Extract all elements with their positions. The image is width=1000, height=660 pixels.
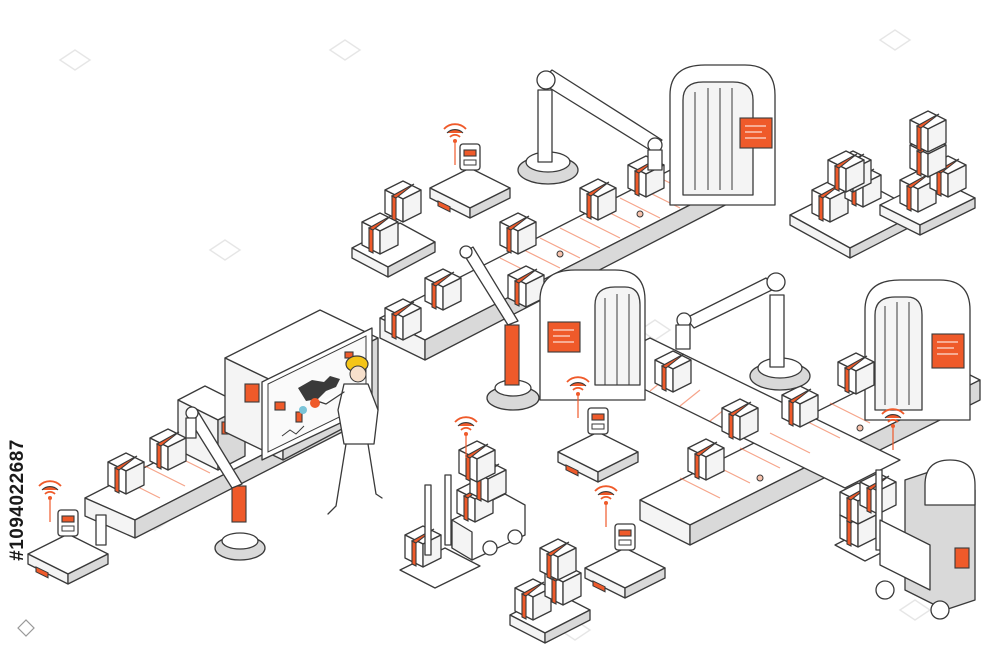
forklift <box>399 416 526 589</box>
robot-arm <box>675 272 811 391</box>
stock-id-text: #1094022687 <box>7 439 28 561</box>
stock-logo <box>17 619 35 637</box>
agv-robot <box>509 538 591 644</box>
forklift <box>834 408 976 620</box>
tunnel-scanner <box>669 64 776 206</box>
robot-arm <box>185 406 266 561</box>
tunnel-scanner <box>864 279 971 421</box>
robot-arm <box>517 69 663 185</box>
agv-robot <box>351 123 511 278</box>
stock-id-watermark: #1094022687 <box>2 390 34 610</box>
engineer <box>319 355 383 515</box>
pallet-of-boxes <box>789 110 976 259</box>
control-panel <box>261 327 373 461</box>
robot-arm <box>459 245 545 411</box>
tunnel-scanner <box>539 269 646 401</box>
conveyor-line-lower <box>539 269 981 546</box>
